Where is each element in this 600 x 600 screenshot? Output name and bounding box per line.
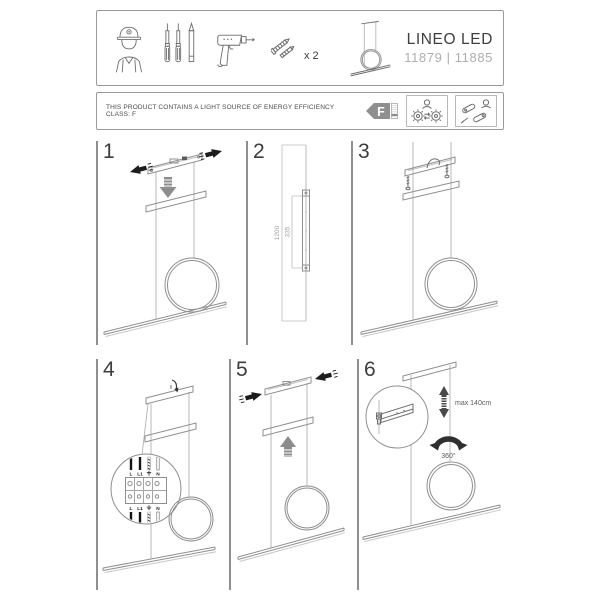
replace-light-source-box bbox=[455, 95, 497, 127]
push-up-arrow bbox=[280, 436, 296, 457]
step-2-divider bbox=[246, 141, 248, 345]
energy-notice: THIS PRODUCT CONTAINS A LIGHT SOURCE OF … bbox=[106, 104, 335, 118]
step-4-illustration: L L1 N L L1 bbox=[102, 379, 217, 573]
horizontal-bar bbox=[237, 527, 346, 562]
height-adjust-arrow bbox=[439, 386, 449, 418]
step-3-illustration bbox=[360, 142, 499, 337]
step-6-number: 6 bbox=[364, 358, 376, 381]
horizontal-bar bbox=[102, 546, 217, 573]
earth-symbol-icon bbox=[146, 505, 152, 511]
step-5-panel: 5 bbox=[229, 358, 358, 591]
product-group: LINEO LED 11879 | 11885 bbox=[348, 18, 493, 78]
horizontal-bar bbox=[103, 301, 228, 337]
screwdrivers-pencil-icon bbox=[164, 21, 195, 63]
product-title: LINEO LED bbox=[406, 30, 493, 48]
ceiling-bracket bbox=[402, 361, 457, 382]
terminal-block bbox=[125, 477, 167, 504]
ceiling-bracket bbox=[404, 156, 456, 177]
terminal-l-bottom: L bbox=[130, 506, 133, 512]
slide-left-arrow bbox=[130, 162, 153, 174]
energy-class-label: F bbox=[366, 103, 398, 119]
terminal-l-top: L bbox=[130, 472, 133, 478]
product-titles: LINEO LED 11879 | 11885 bbox=[404, 31, 493, 65]
energy-class-letter: F bbox=[377, 105, 385, 119]
canopy-bar bbox=[402, 180, 460, 201]
step-2-panel: 2 1200 335 bbox=[246, 140, 351, 346]
slide-in-right-arrow bbox=[315, 369, 338, 381]
serviceable-parts-icon bbox=[411, 99, 443, 123]
step-1-divider bbox=[96, 141, 98, 345]
step-6-panel: 6 bbox=[357, 358, 504, 591]
serviceable-parts-box bbox=[406, 95, 448, 127]
led-ring bbox=[424, 257, 478, 311]
step-5-illustration bbox=[237, 369, 346, 562]
led-ring bbox=[168, 496, 214, 542]
max-height-label: max 140cm bbox=[455, 400, 491, 407]
screw-anchor-icon bbox=[271, 38, 295, 59]
dimension-profile-label: 335 bbox=[285, 226, 292, 237]
terminal-detail: L L1 N L L1 bbox=[125, 456, 167, 523]
step-1-illustration bbox=[103, 149, 228, 337]
header-panel: x 2 LINEO LED 11879 | 11885 bbox=[96, 10, 504, 86]
dimension-total-label: 1200 bbox=[274, 225, 281, 240]
led-ring bbox=[284, 485, 330, 531]
terminal-l1-bottom: L1 bbox=[137, 506, 143, 512]
horizontal-bar bbox=[360, 300, 499, 337]
step-2-illustration: 1200 335 bbox=[274, 144, 310, 322]
adjuster-magnifier bbox=[365, 385, 429, 449]
step-3-divider bbox=[351, 141, 353, 345]
led-ring bbox=[164, 257, 220, 313]
step-3-panel: 3 bbox=[351, 140, 504, 346]
step-4-number: 4 bbox=[103, 358, 115, 381]
earth-symbol-icon bbox=[146, 470, 152, 476]
step-1-number: 1 bbox=[103, 140, 115, 163]
step-2-number: 2 bbox=[253, 140, 265, 163]
mounting-screw-left bbox=[405, 176, 411, 191]
installer-icon bbox=[115, 26, 143, 73]
canopy-bar bbox=[145, 190, 207, 213]
mounting-screw-right bbox=[444, 164, 450, 179]
screw-anchor-group: x 2 bbox=[271, 28, 319, 68]
energy-panel: THIS PRODUCT CONTAINS A LIGHT SOURCE OF … bbox=[96, 92, 504, 130]
rotation-label: 360° bbox=[441, 452, 456, 460]
ceiling-bracket bbox=[147, 153, 203, 175]
step-5-number: 5 bbox=[236, 358, 248, 381]
anchor-quantity: x 2 bbox=[304, 50, 319, 62]
tighten-arrow bbox=[170, 379, 179, 393]
ceiling-bracket bbox=[264, 376, 312, 396]
step-6-divider bbox=[357, 359, 359, 590]
canopy-bar bbox=[262, 416, 314, 437]
mains-cable bbox=[426, 158, 441, 169]
horizontal-bar bbox=[362, 504, 502, 542]
slide-in-left-arrow bbox=[239, 392, 262, 404]
wiring-magnifier: L L1 N L L1 bbox=[110, 453, 182, 525]
dimension-profile: 335 bbox=[285, 195, 303, 269]
slide-right-arrow bbox=[199, 149, 222, 161]
step-5-divider bbox=[229, 359, 231, 590]
canopy-bar bbox=[144, 422, 197, 443]
step-3-number: 3 bbox=[358, 140, 370, 163]
push-down-arrow bbox=[159, 177, 177, 198]
terminal-n-top: N bbox=[156, 472, 160, 478]
led-ring bbox=[426, 461, 476, 511]
step-4-divider bbox=[96, 359, 98, 590]
cable-lock-detail bbox=[376, 400, 414, 434]
dimension-total: 1200 bbox=[274, 144, 306, 322]
product-thumbnail bbox=[350, 20, 391, 77]
step-1-panel: 1 bbox=[96, 140, 246, 346]
replace-light-source-icon bbox=[460, 99, 491, 124]
rotation-arrow bbox=[429, 436, 468, 451]
drill-icon bbox=[217, 34, 256, 67]
step-6-illustration: max 140cm 360° bbox=[362, 361, 502, 542]
step-4-panel: 4 L bbox=[96, 358, 231, 591]
terminal-l1-top: L1 bbox=[137, 472, 143, 478]
terminal-n-bottom: N bbox=[156, 506, 160, 512]
product-models: 11879 | 11885 bbox=[404, 49, 493, 65]
ceiling-bracket bbox=[145, 385, 194, 405]
